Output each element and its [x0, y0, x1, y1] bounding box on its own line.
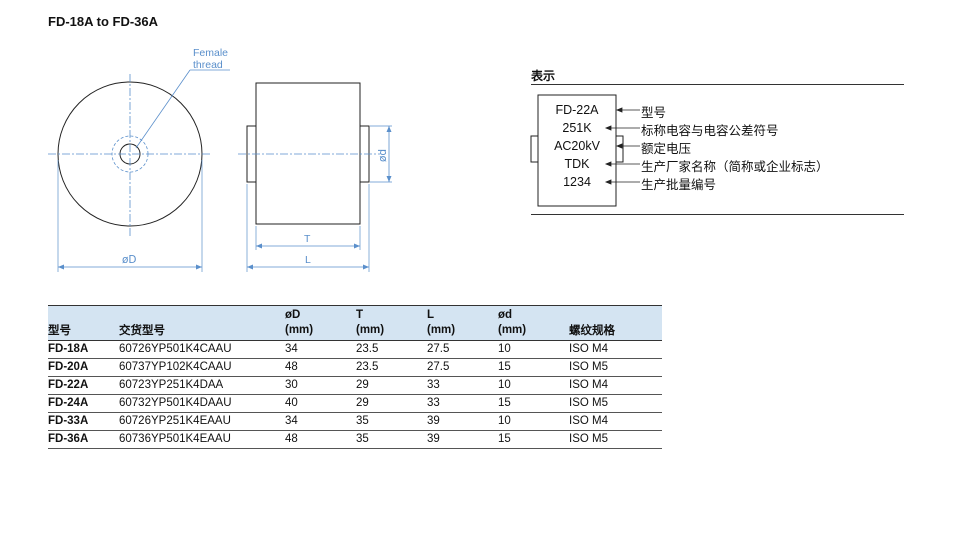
cell-model: FD-20A	[48, 358, 119, 377]
table-row: FD-22A 60723YP251K4DAA 30 29 33 10 ISO M…	[48, 376, 662, 395]
cell-order-code: 60723YP251K4DAA	[119, 376, 285, 395]
cell-L: 27.5	[427, 340, 498, 359]
header-model: 型号	[48, 305, 119, 341]
cell-thread: ISO M5	[569, 358, 662, 377]
thread-label-1: Female	[193, 47, 228, 59]
cell-thread: ISO M4	[569, 340, 662, 359]
marking-code-maker: TDK	[564, 157, 590, 171]
cell-T: 23.5	[356, 340, 427, 359]
side-view: ød T L	[238, 82, 392, 272]
marking-diagram	[530, 94, 640, 207]
cell-model: FD-33A	[48, 412, 119, 431]
cell-order-code: 60737YP102K4CAAU	[119, 358, 285, 377]
marking-code-lot: 1234	[563, 175, 591, 189]
dimT-arrow-right	[354, 243, 360, 249]
marking-term-right	[615, 135, 624, 163]
table-header-row: 型号 交货型号 øD(mm) T(mm) L(mm) ød(mm) 螺纹规格	[48, 305, 662, 341]
table-row: FD-20A 60737YP102K4CAAU 48 23.5 27.5 15 …	[48, 358, 662, 377]
marking-desc-capacitance: 标称电容与电容公差符号	[641, 123, 779, 138]
dimT-arrow-left	[256, 243, 262, 249]
dimd-arrow-bot	[386, 176, 392, 182]
cell-L: 27.5	[427, 358, 498, 377]
marking-desc-voltage: 额定电压	[641, 141, 692, 156]
cell-T: 29	[356, 394, 427, 413]
cell-T: 23.5	[356, 358, 427, 377]
cell-D: 30	[285, 376, 356, 395]
marking-desc-lot: 生产批量编号	[641, 177, 717, 192]
table-row: FD-18A 60726YP501K4CAAU 34 23.5 27.5 10 …	[48, 340, 662, 359]
cell-L: 33	[427, 394, 498, 413]
dimL-arrow-right	[363, 264, 369, 270]
header-order-code: 交货型号	[119, 305, 285, 341]
thread-label-2: thread	[193, 59, 223, 71]
marking-divider-bottom	[531, 214, 904, 215]
marking-desc-model: 型号	[641, 105, 667, 120]
cell-T: 29	[356, 376, 427, 395]
cell-model: FD-18A	[48, 340, 119, 359]
cell-order-code: 60736YP501K4EAAU	[119, 430, 285, 449]
table-row: FD-33A 60726YP251K4EAAU 34 35 39 10 ISO …	[48, 412, 662, 431]
header-d: ød(mm)	[498, 305, 569, 341]
cell-D: 48	[285, 358, 356, 377]
cell-D: 48	[285, 430, 356, 449]
cell-L: 39	[427, 430, 498, 449]
cell-D: 40	[285, 394, 356, 413]
marking-code-voltage: AC20kV	[554, 139, 600, 153]
header-T: T(mm)	[356, 305, 427, 341]
body-rect	[255, 82, 361, 225]
header-D: øD(mm)	[285, 305, 356, 341]
cell-d: 10	[498, 412, 569, 431]
cell-T: 35	[356, 412, 427, 431]
cell-L: 33	[427, 376, 498, 395]
cell-d: 15	[498, 394, 569, 413]
cell-order-code: 60726YP501K4CAAU	[119, 340, 285, 359]
cell-thread: ISO M4	[569, 412, 662, 431]
header-L: L(mm)	[427, 305, 498, 341]
cell-order-code: 60726YP251K4EAAU	[119, 412, 285, 431]
marking-arrows	[604, 107, 640, 185]
cell-d: 10	[498, 376, 569, 395]
marking-title: 表示	[531, 69, 556, 83]
dimD-arrow-right	[196, 264, 202, 270]
marking-term-left	[530, 135, 539, 163]
front-view: Female thread øD	[48, 47, 230, 272]
cell-thread: ISO M4	[569, 376, 662, 395]
cell-D: 34	[285, 340, 356, 359]
dim-T-label: T	[304, 233, 311, 245]
cell-d: 10	[498, 340, 569, 359]
cell-thread: ISO M5	[569, 394, 662, 413]
cell-L: 39	[427, 412, 498, 431]
marking-desc-maker: 生产厂家名称（简称或企业标志）	[641, 159, 829, 174]
capacitor-drawing: Female thread øD ød T L	[48, 47, 640, 272]
dimd-arrow-top	[386, 126, 392, 132]
cell-model: FD-36A	[48, 430, 119, 449]
marking-code-model: FD-22A	[555, 103, 599, 117]
spec-table: 型号 交货型号 øD(mm) T(mm) L(mm) ød(mm) 螺纹规格 F…	[48, 305, 662, 449]
marking-divider-top	[531, 84, 904, 85]
cell-D: 34	[285, 412, 356, 431]
marking-code-capacitance: 251K	[562, 121, 592, 135]
cell-T: 35	[356, 430, 427, 449]
cell-thread: ISO M5	[569, 430, 662, 449]
cell-order-code: 60732YP501K4DAAU	[119, 394, 285, 413]
dimD-arrow-left	[58, 264, 64, 270]
cell-d: 15	[498, 358, 569, 377]
table-row: FD-24A 60732YP501K4DAAU 40 29 33 15 ISO …	[48, 394, 662, 413]
dimL-arrow-left	[247, 264, 253, 270]
dim-L-label: L	[305, 254, 311, 266]
table-row: FD-36A 60736YP501K4EAAU 48 35 39 15 ISO …	[48, 430, 662, 449]
dim-d-label: ød	[377, 149, 389, 162]
cell-d: 15	[498, 430, 569, 449]
thread-leader	[135, 69, 191, 149]
header-thread: 螺纹规格	[569, 305, 662, 341]
dim-D-label: øD	[122, 254, 137, 266]
page-title: FD-18A to FD-36A	[48, 14, 159, 29]
cell-model: FD-24A	[48, 394, 119, 413]
cell-model: FD-22A	[48, 376, 119, 395]
